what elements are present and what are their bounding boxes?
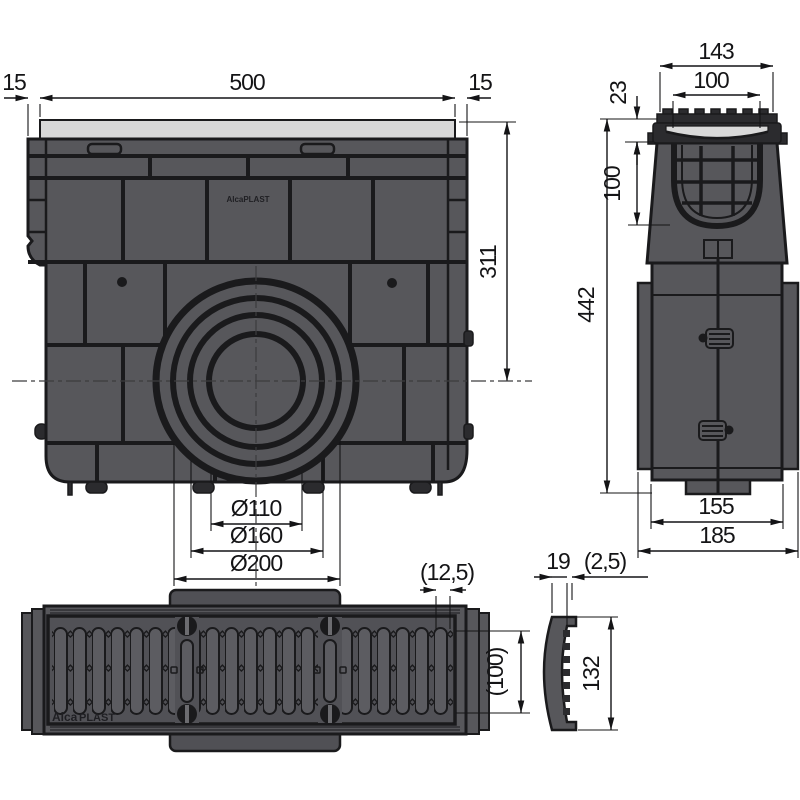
front-view: AlcaPLAST 15 (2, 69, 532, 592)
dim-label-section-length: 132 (578, 656, 604, 692)
dim-label-overhang-left: 15 (2, 69, 26, 95)
side-lug (463, 330, 474, 347)
brand-logo-grate-plast: PLAST (79, 712, 115, 724)
grate-slots (52, 617, 453, 723)
screw-column-left (170, 616, 204, 724)
u-channel-inner (681, 145, 753, 220)
dim-section-length: 132 (568, 616, 618, 731)
profile-view: 19 (2,5) 132 (534, 548, 648, 732)
dim-label-grate-open-width: (100) (482, 647, 508, 696)
grate-edge (647, 108, 788, 145)
dim-top-width: 15 500 15 (2, 69, 493, 136)
screw-dot (117, 277, 127, 287)
dim-label-outlet-200: Ø200 (230, 550, 282, 576)
dim-side-top-widths: 143 100 (659, 38, 774, 128)
rail-slot (299, 142, 336, 156)
dim-label-slot-pitch: (12,5) (420, 559, 474, 585)
dim-label-height-to-axis: 311 (475, 245, 501, 279)
latch-clip-lower (698, 420, 734, 441)
end-cap-right-outer (478, 612, 490, 731)
dim-label-outlet-160: Ø160 (230, 522, 282, 548)
screw-dot (387, 278, 397, 288)
dim-thickness: 19 (2,5) (534, 548, 648, 626)
grate-section-ribs (563, 630, 570, 715)
grate-top-bar (656, 113, 778, 124)
grate-teeth (662, 108, 769, 116)
rail-slot (86, 142, 123, 156)
dim-label-overhang-right: 15 (468, 69, 492, 95)
dim-overall-height: 442 (573, 118, 657, 494)
dim-label-outlet-110: Ø110 (231, 495, 282, 521)
dim-side-bottom-widths: 155 185 (637, 472, 799, 558)
dim-label-body-width: 155 (698, 493, 734, 519)
grate-section (542, 615, 578, 732)
dim-label-overall-width: 143 (698, 38, 734, 64)
screw-column-right (313, 616, 347, 724)
u-channel-ribs (676, 146, 758, 216)
dim-label-top-width: 500 (229, 69, 265, 95)
end-cap-left-outer (21, 612, 33, 731)
dim-label-clearance: (2,5) (584, 548, 627, 574)
feet (67, 481, 443, 496)
dim-label-thickness: 19 (546, 548, 570, 574)
end-cap-right-inner (465, 608, 480, 735)
dim-channel-depth: 100 (599, 142, 670, 226)
dim-label-edge-height: 23 (605, 81, 631, 105)
dim-label-overall-height: 442 (573, 287, 599, 323)
rail-hatch-lines (50, 609, 460, 731)
side-view: 143 100 23 100 442 155 (573, 38, 800, 558)
side-lug (463, 423, 474, 440)
dim-label-base-width: 185 (699, 522, 735, 548)
end-cap-lines (28, 139, 467, 470)
channel-edge-strip (39, 119, 456, 140)
grate-arc-line (665, 131, 769, 140)
dim-outlet-diameters: Ø110 Ø160 Ø200 (174, 495, 340, 583)
panel-rib-lines (28, 154, 467, 482)
dim-slot-pitch: (12,5) (420, 559, 475, 629)
brand-logo-grate-alca: Alca (52, 710, 78, 724)
u-channel-outer (671, 143, 763, 230)
dim-edge-height: 23 (605, 81, 653, 165)
dim-height-to-axis: 311 (459, 121, 516, 381)
brand-logo-front: AlcaPLAST (226, 195, 269, 204)
dim-grate-open-width: (100) (456, 630, 530, 714)
dim-label-grate-width: 100 (693, 67, 729, 93)
dim-label-channel-depth: 100 (599, 166, 625, 202)
latch-clip-upper (698, 328, 734, 349)
top-view: Alca PLAST (12,5) (100) (21, 559, 530, 753)
